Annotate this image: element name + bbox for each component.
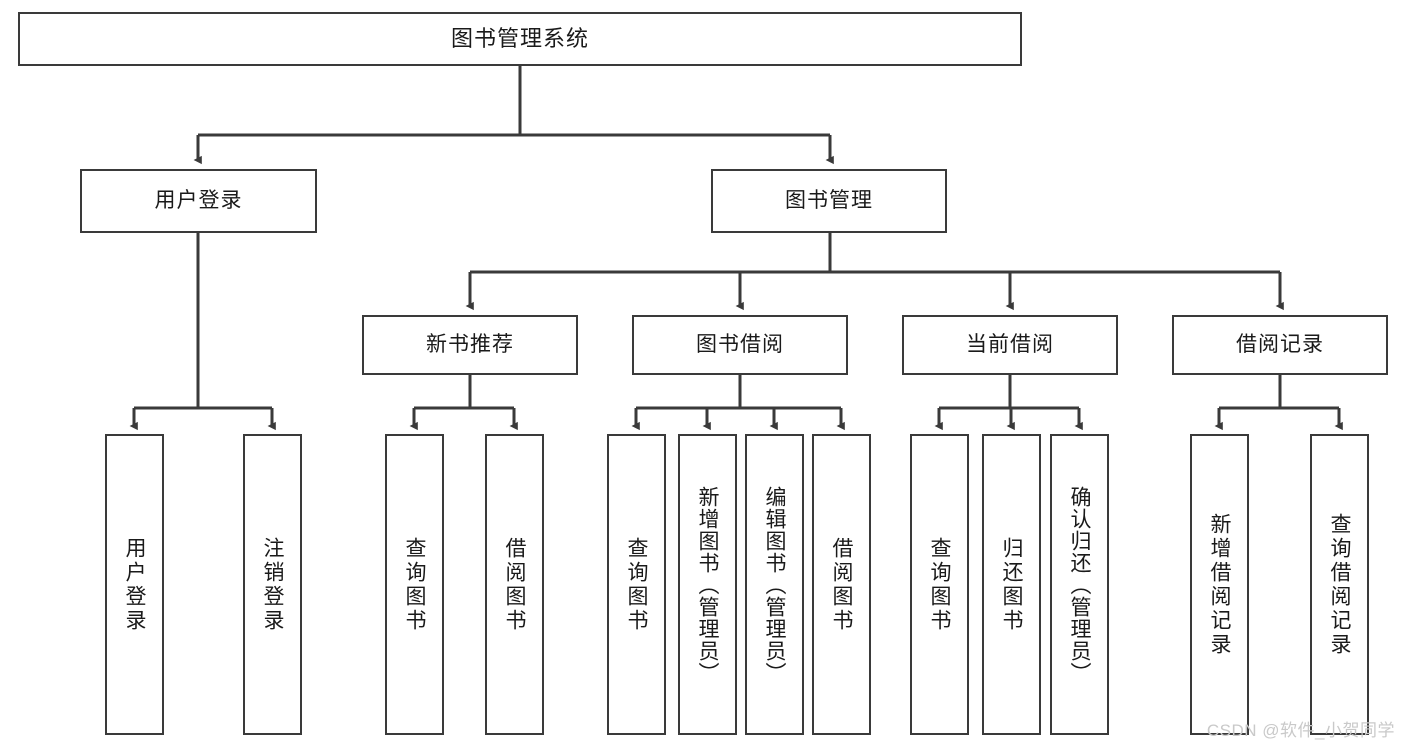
node-label: 新增图书（管理员）	[696, 485, 719, 684]
node-label: 借阅图书	[830, 536, 853, 633]
node-label: 查询借阅记录	[1328, 512, 1351, 657]
node-label: 借阅图书	[503, 536, 526, 633]
node-label: 图书借阅	[696, 333, 784, 357]
node-leaf-confirm-return-admin[interactable]: 确认归还（管理员）	[1050, 434, 1109, 735]
node-label: 注销登录	[261, 536, 284, 633]
node-root-system[interactable]: 图书管理系统	[18, 12, 1022, 66]
node-leaf-logout[interactable]: 注销登录	[243, 434, 302, 735]
node-leaf-add-book-admin[interactable]: 新增图书（管理员）	[678, 434, 737, 735]
node-leaf-add-borrow-record[interactable]: 新增借阅记录	[1190, 434, 1249, 735]
node-label: 查询图书	[403, 536, 426, 633]
node-leaf-query-book-current[interactable]: 查询图书	[910, 434, 969, 735]
node-label: 查询图书	[928, 536, 951, 633]
node-label: 归还图书	[1000, 536, 1023, 633]
node-leaf-user-login[interactable]: 用户登录	[105, 434, 164, 735]
node-label: 新增借阅记录	[1208, 512, 1231, 657]
node-book-manage[interactable]: 图书管理	[711, 169, 947, 233]
node-label: 图书管理系统	[450, 25, 589, 51]
node-label: 用户登录	[154, 189, 243, 213]
node-label: 图书管理	[785, 189, 873, 213]
node-label: 用户登录	[123, 536, 146, 633]
node-label: 当前借阅	[966, 333, 1054, 357]
node-label: 确认归还（管理员）	[1068, 485, 1091, 684]
node-label: 查询图书	[625, 536, 648, 633]
node-leaf-borrow-book-recommend[interactable]: 借阅图书	[485, 434, 544, 735]
node-leaf-edit-book-admin[interactable]: 编辑图书（管理员）	[745, 434, 804, 735]
node-label: 新书推荐	[426, 333, 514, 357]
node-borrow-record[interactable]: 借阅记录	[1172, 315, 1388, 375]
node-leaf-query-book-borrow[interactable]: 查询图书	[607, 434, 666, 735]
node-leaf-query-book-recommend[interactable]: 查询图书	[385, 434, 444, 735]
node-leaf-query-borrow-record[interactable]: 查询借阅记录	[1310, 434, 1369, 735]
node-book-borrow[interactable]: 图书借阅	[632, 315, 848, 375]
node-label: 借阅记录	[1236, 333, 1324, 357]
node-user-login[interactable]: 用户登录	[80, 169, 317, 233]
node-leaf-borrow-book[interactable]: 借阅图书	[812, 434, 871, 735]
node-label: 编辑图书（管理员）	[763, 485, 786, 684]
watermark-text: CSDN @软件_小贺同学	[1206, 721, 1395, 740]
node-new-book-recommend[interactable]: 新书推荐	[362, 315, 578, 375]
node-current-borrow[interactable]: 当前借阅	[902, 315, 1118, 375]
node-leaf-return-book[interactable]: 归还图书	[982, 434, 1041, 735]
